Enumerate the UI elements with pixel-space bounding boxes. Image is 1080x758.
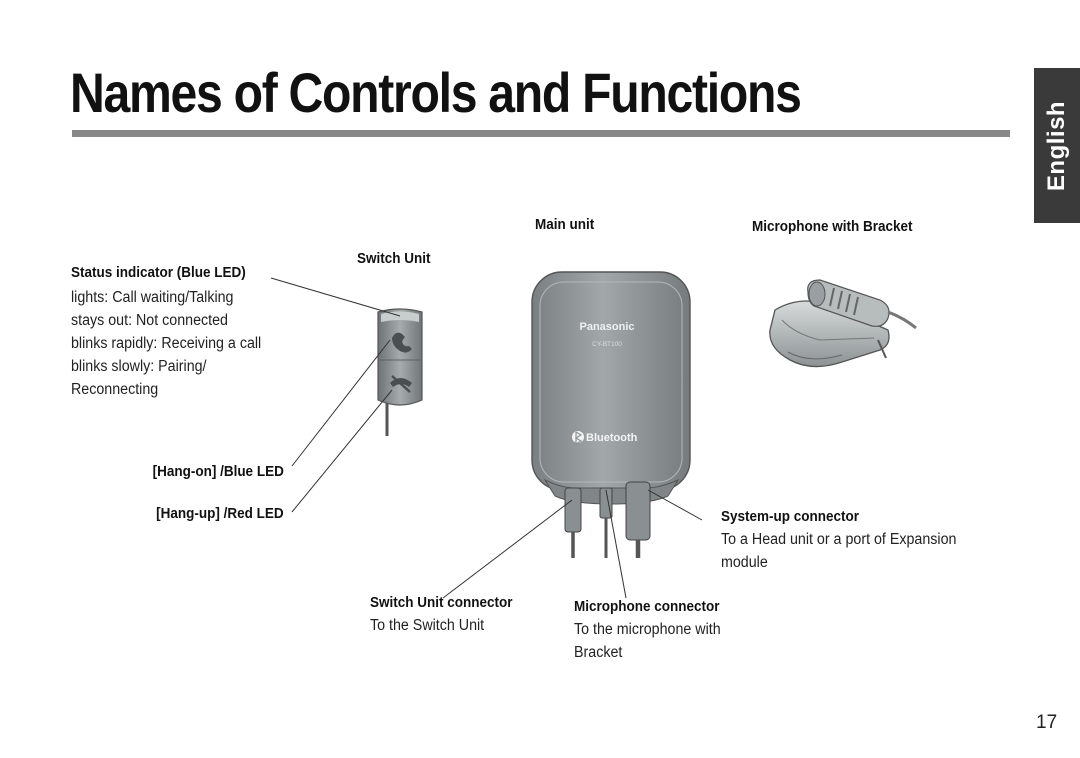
main-unit [531,271,691,558]
microphone-connector-line: To the microphone with [574,621,721,638]
system-up-connector-title: System-up connector [721,508,860,525]
bluetooth-icon [572,431,584,445]
status-line: blinks rapidly: Receiving a call [71,335,262,352]
system-up-connector-description: To a Head unit or a port of Expansion mo… [721,528,956,574]
leader-lines [270,277,703,599]
brand-logo: Panasonic [579,321,634,333]
system-up-line: To a Head unit or a port of Expansion [721,531,957,548]
status-line: blinks slowly: Pairing/ [71,358,207,375]
hang-on-label: [Hang-on] /Blue LED [152,463,284,480]
microphone-connector-title: Microphone connector [574,598,720,615]
model-number: CY-BT100 [592,341,622,348]
status-line: Reconnecting [71,381,159,398]
page-title: Names of Controls and Functions [70,61,802,124]
microphone-connector-line: Bracket [574,644,623,661]
hang-up-label: [Hang-up] /Red LED [156,505,284,522]
hang-on-icon [392,332,412,353]
main-unit-label: Main unit [535,216,595,233]
switch-unit-connector-description: To the Switch Unit [370,614,484,637]
switch-unit-connector-line: To the Switch Unit [370,617,485,634]
microphone-with-bracket-label: Microphone with Bracket [752,218,913,235]
bluetooth-logo-text: Bluetooth [586,432,638,444]
system-up-line: module [721,554,768,571]
microphone-connector-description: To the microphone with Bracket [574,618,721,664]
page-number: 17 [1036,712,1058,733]
microphone-with-bracket [769,279,917,368]
hang-up-icon [390,375,412,393]
switch-unit-connector-title: Switch Unit connector [370,594,513,611]
language-tab: English [1034,68,1080,223]
status-indicator-title: Status indicator (Blue LED) [71,264,246,281]
status-line: stays out: Not connected [71,312,228,329]
status-indicator-description: lights: Call waiting/Talking stays out: … [71,286,261,401]
switch-unit [377,308,423,436]
status-line: lights: Call waiting/Talking [71,289,234,306]
switch-unit-label: Switch Unit [357,250,431,267]
title-rule [72,130,1010,137]
